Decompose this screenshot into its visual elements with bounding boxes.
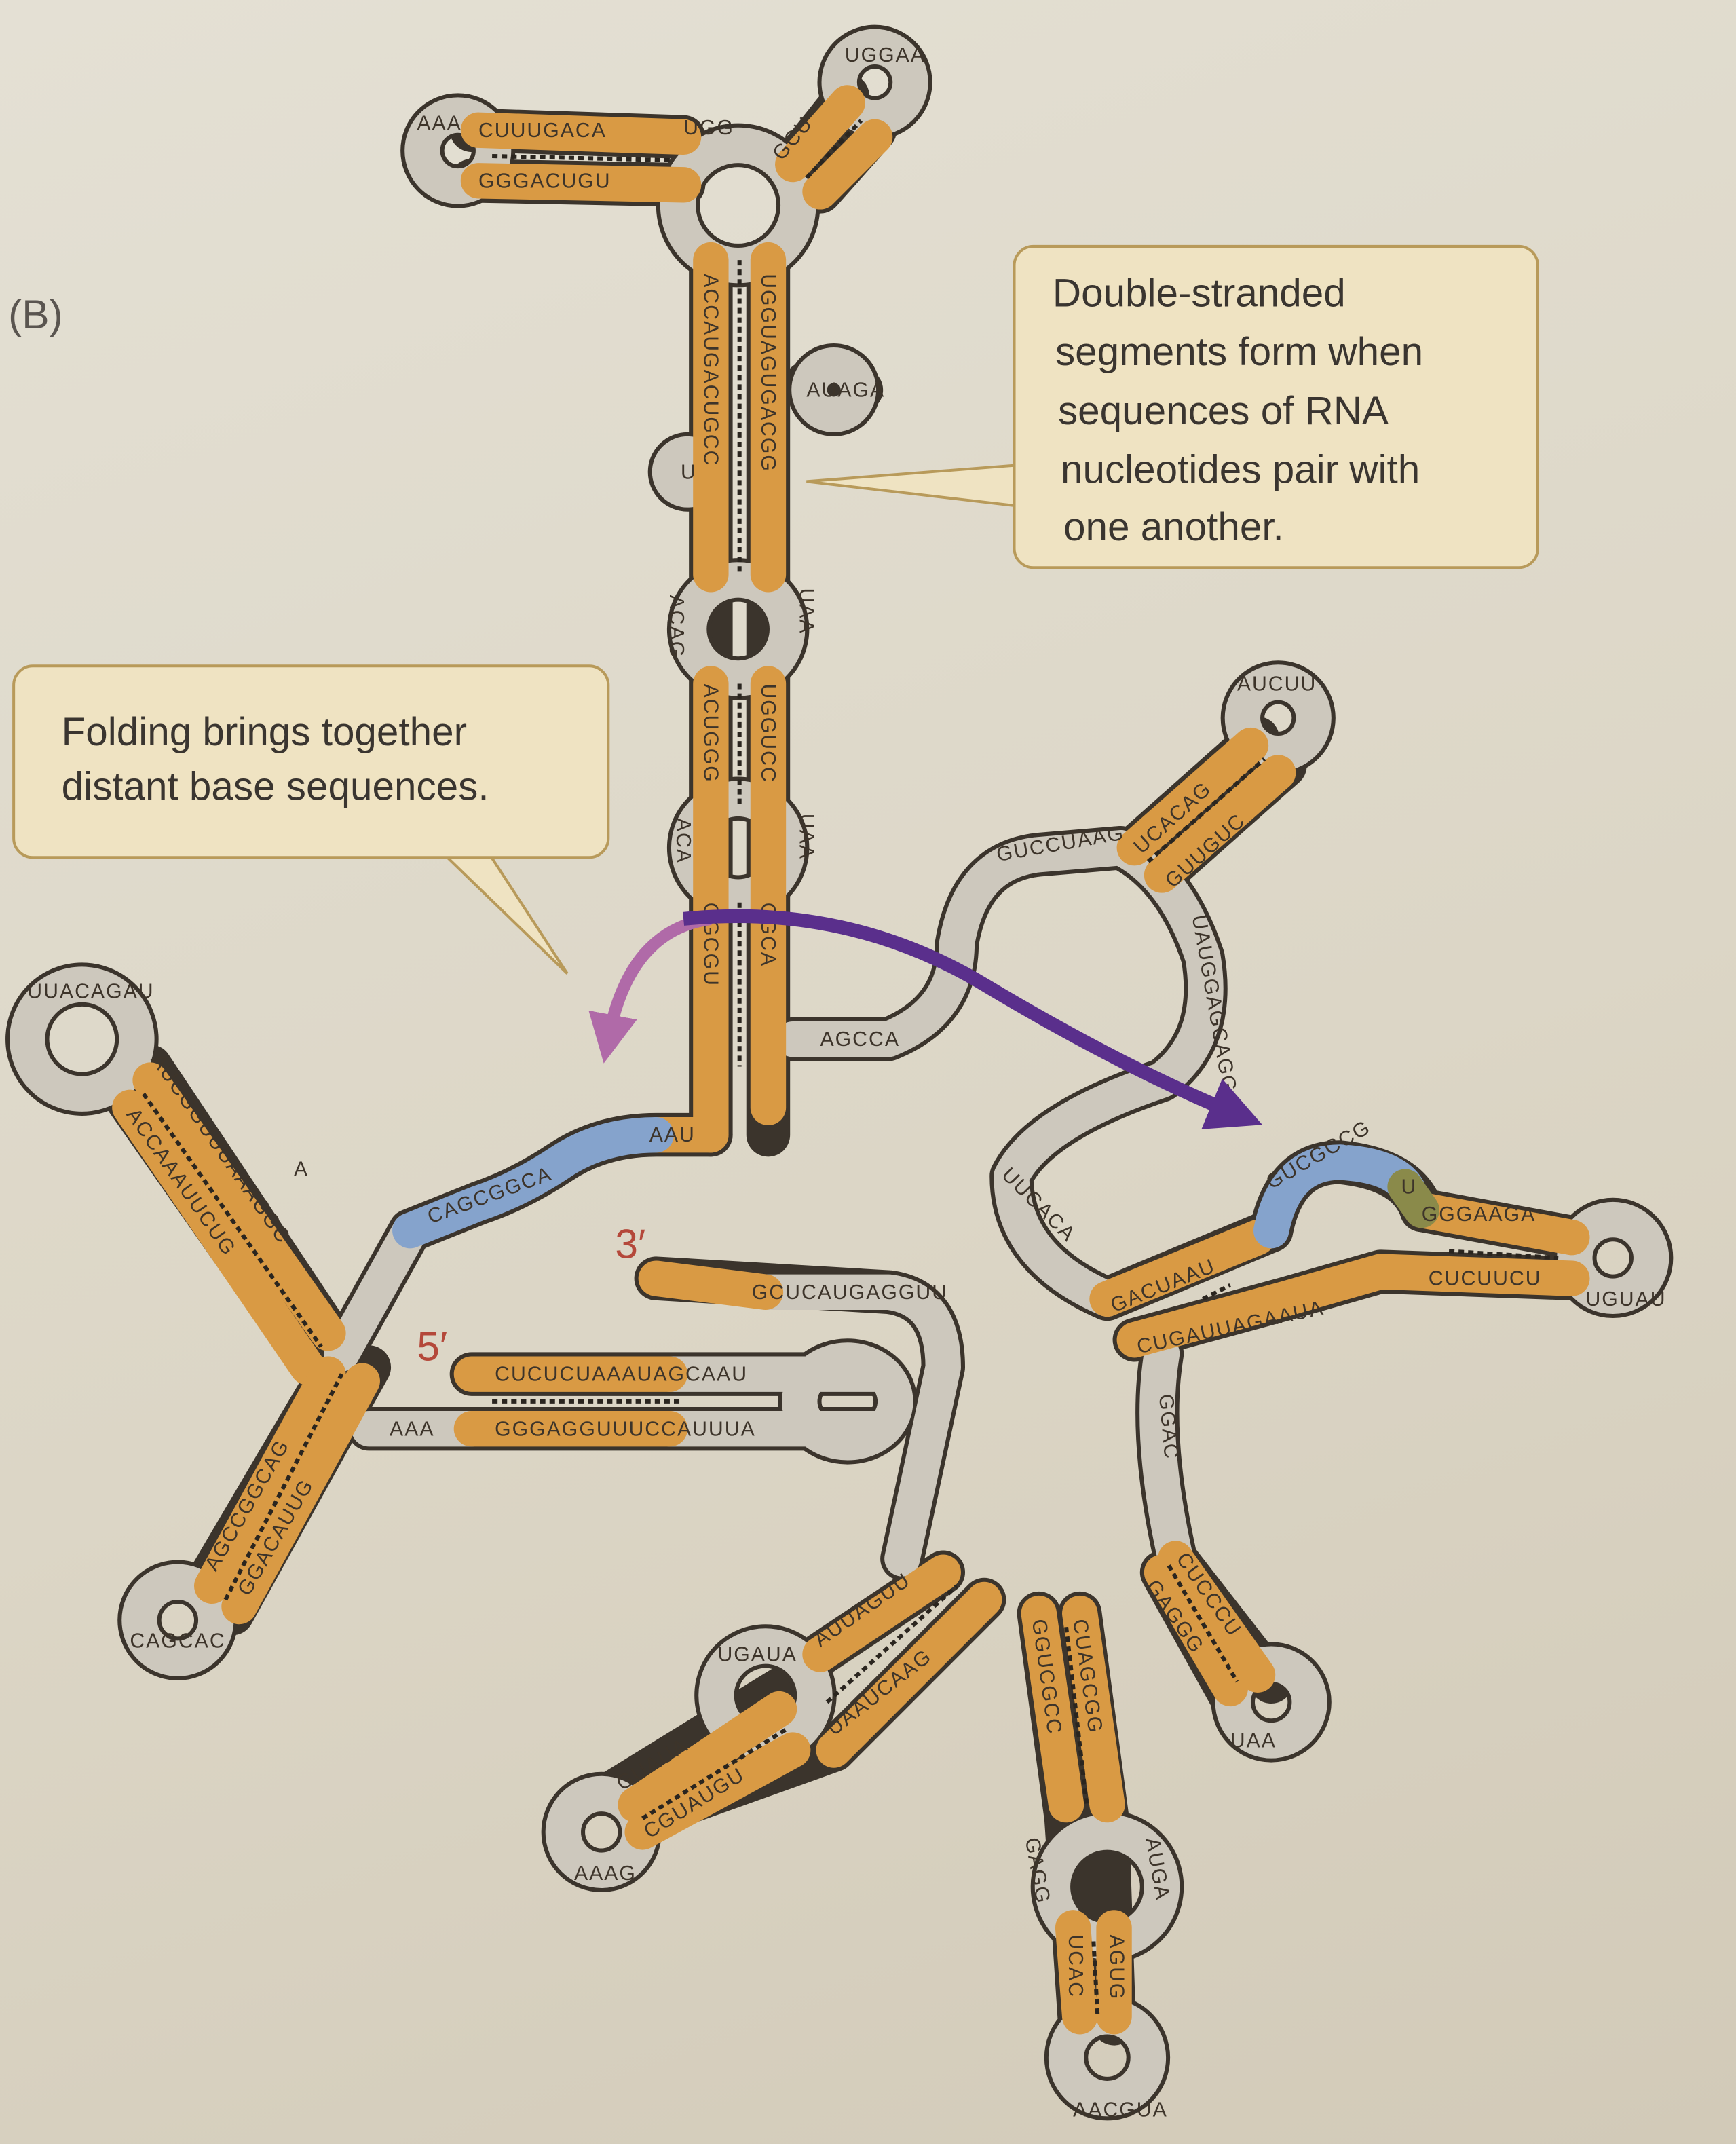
seq-bulge: AUAGA <box>806 379 885 401</box>
seq-top-left-loop: AAA <box>417 113 461 135</box>
seq-top-left-lower: GGGACUGU <box>478 170 611 192</box>
seq-bl-loop: AAAG <box>574 1862 637 1885</box>
callout-line: sequences of RNA <box>1058 389 1389 433</box>
seq-bl-internal: UGAUA <box>717 1644 797 1666</box>
five-prime-label: 5′ <box>417 1323 447 1369</box>
seq-5p-upper: CUCUCUAAAUAGCAAU <box>495 1363 748 1386</box>
seq-main-stem-right: UGGUAGUGACGG <box>757 274 779 472</box>
seq-stem-2-left: ACUGGG <box>699 683 721 783</box>
seq-internal-2-right: UAA <box>795 814 817 860</box>
seq-right-top-loop: AUCUU <box>1237 673 1317 696</box>
callout-folding: Folding brings together distant base seq… <box>12 664 610 975</box>
seq-internal-2-left: ACA <box>672 818 694 864</box>
seq-5p-lower: GGGAGGUUUCCAUUUA <box>495 1418 756 1440</box>
callout-line: one another. <box>1063 505 1284 549</box>
seq-right-link: AGCCA <box>820 1028 900 1051</box>
callout-line: nucleotides pair with <box>1061 447 1420 491</box>
seq-bottom-lower-right: AGUG <box>1106 1934 1128 2000</box>
seq-top-junction: UGG <box>683 117 734 139</box>
seq-main-stem-left: ACCAUGACUGCC <box>699 274 721 466</box>
purple-arrow <box>683 909 1263 1129</box>
callout-line: Double-stranded <box>1053 271 1346 316</box>
callout-double-stranded: Double-stranded segments form when seque… <box>806 244 1539 569</box>
seq-top-left-upper: CUUUGACA <box>478 119 607 142</box>
seq-internal-1-left: ACAG <box>665 595 687 659</box>
seq-left-bulge: A <box>294 1159 309 1181</box>
base-pair-rungs <box>142 119 1559 2017</box>
callout-line: Folding brings together <box>62 710 467 754</box>
seq-top-right-loop: UGGAA <box>845 44 926 67</box>
panel-label: (B) <box>8 291 63 337</box>
seq-link-aau: AAU <box>649 1124 696 1146</box>
seq-bottom-lower-left: UCAC <box>1064 1934 1087 1998</box>
seq-link-aaa: AAA <box>390 1418 434 1440</box>
callout-line: distant base sequences. <box>62 765 489 809</box>
seq-right-lower-grey: GGAC <box>1154 1393 1182 1461</box>
seq-green-u: U <box>1401 1176 1418 1199</box>
seq-stem-2-right: UGGUCC <box>757 683 779 783</box>
callout-line: segments form when <box>1055 330 1423 374</box>
seq-internal-1-right: UAA <box>795 588 817 634</box>
seq-right-hairpin-upper: GGGAAGA <box>1422 1203 1536 1226</box>
seq-3p-strand: GCUCAUGAGGUU <box>752 1281 948 1304</box>
seq-bottom-loop: AACGUA <box>1073 2099 1168 2121</box>
seq-right-hairpin-loop: UGUAU <box>1585 1288 1666 1311</box>
seq-right-lower-loop: UAA <box>1230 1730 1277 1752</box>
three-prime-label: 3′ <box>615 1220 645 1266</box>
seq-right-hairpin-lower: CUCUUCU <box>1429 1268 1542 1290</box>
rna-backbone <box>5 24 1674 2121</box>
seq-bulge-u: U <box>681 461 697 483</box>
seq-left-hairpin-loop: UUACAGAU <box>27 981 154 1003</box>
seq-lower-left-loop: CAGCAC <box>130 1630 225 1652</box>
